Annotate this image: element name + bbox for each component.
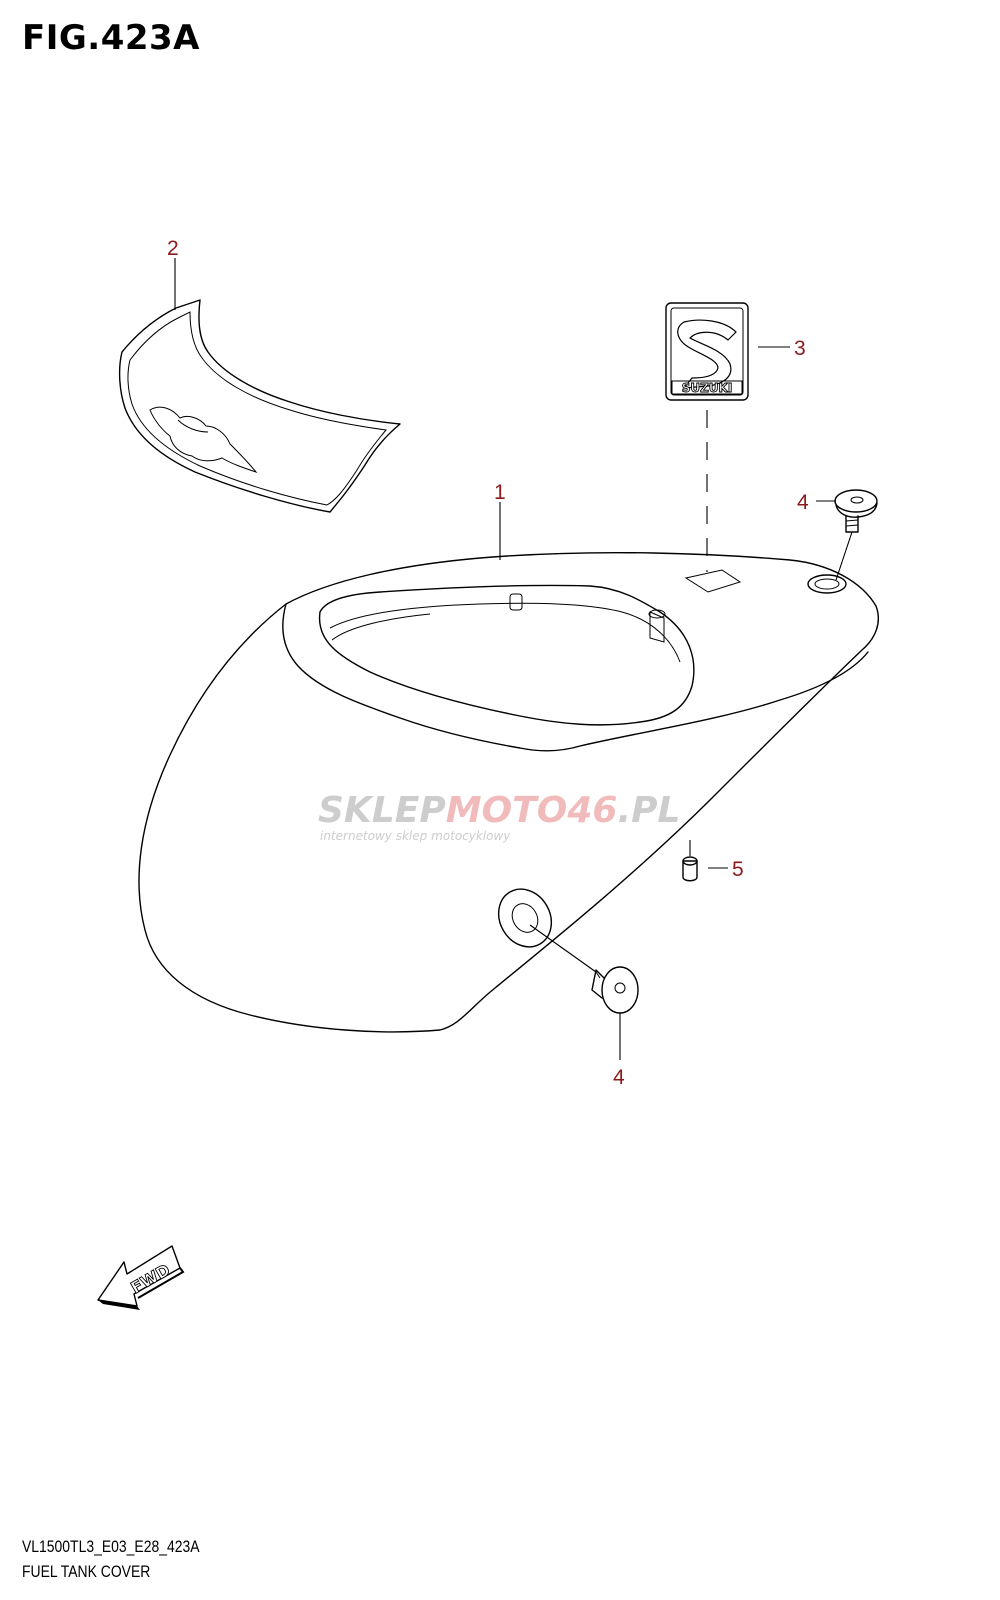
trim-panel-part-2: [118, 299, 401, 513]
callout-3: 3: [794, 337, 806, 360]
footer-figure-name: FUEL TANK COVER: [22, 1562, 151, 1581]
watermark-part-1: SKLEP: [318, 790, 446, 831]
screw-part-4-lower: [591, 966, 639, 1014]
callout-4-lower: 4: [613, 1066, 625, 1089]
callout-1: 1: [494, 481, 506, 504]
watermark-part-3: 46: [566, 790, 617, 831]
screw-part-4-upper: [834, 489, 878, 533]
callout-4-upper: 4: [797, 491, 809, 514]
fuel-tank-cover-part-1: [138, 551, 880, 1033]
callout-2: 2: [167, 237, 179, 260]
emblem-text: SUZUKI: [682, 381, 733, 395]
nut-part-5: [682, 856, 698, 882]
watermark-tagline: internetowy sklep motocyklowy: [320, 829, 511, 843]
callout-5: 5: [732, 858, 744, 881]
watermark: SKLEPMOTO46.PL internetowy sklep motocyk…: [318, 790, 680, 843]
footer-model-code: VL1500TL3_E03_E28_423A: [22, 1537, 200, 1556]
suzuki-emblem-part-3: SUZUKI: [665, 302, 749, 401]
leader-lines: [174, 258, 853, 1060]
figure-title: FIG.423A: [22, 18, 200, 58]
fwd-arrow-icon: FWD: [97, 1245, 185, 1310]
watermark-part-2: MOTO: [446, 790, 568, 831]
svg-text:SKLEPMOTO46.PL: SKLEPMOTO46.PL: [318, 790, 680, 831]
callout-labels: 2 1 3 4 5 4: [167, 237, 809, 1089]
watermark-part-4: .PL: [617, 790, 680, 831]
